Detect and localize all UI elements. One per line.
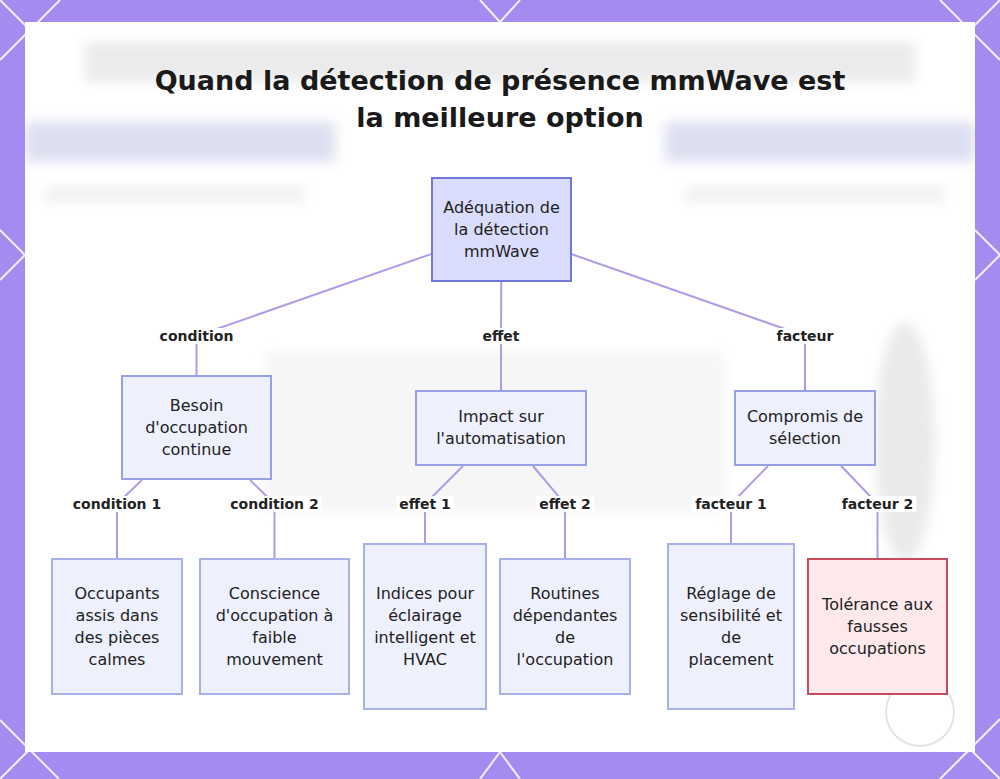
edge-label: facteur 2 [839, 496, 917, 512]
category-box: Besoin d'occupation continue [121, 375, 272, 480]
connector-line [572, 254, 805, 390]
connector-line [197, 254, 432, 375]
edge-label: facteur [774, 328, 837, 344]
diagram-title: Quand la détection de présence mmWave es… [150, 62, 850, 136]
edge-label: effet 2 [536, 496, 594, 512]
connector-line [533, 466, 565, 558]
node-text: Besoin d'occupation continue [131, 395, 262, 461]
edge-label: condition 2 [227, 496, 321, 512]
leaf-box: Réglage de sensibilité et de placement [667, 543, 795, 710]
leaf-box: Indices pour éclairage intelligent et HV… [363, 543, 487, 710]
node-text: Routines dépendantes de l'occupation [509, 583, 621, 671]
root-box: Adéquation de la détection mmWave [431, 177, 572, 282]
edge-label: condition [157, 328, 237, 344]
leaf-box: Routines dépendantes de l'occupation [499, 558, 631, 695]
category-box: Impact sur l'automatisation [415, 390, 587, 466]
node-text: Réglage de sensibilité et de placement [677, 583, 785, 671]
connector-line [117, 480, 142, 558]
edge-label: facteur 1 [692, 496, 770, 512]
connector-line [250, 480, 274, 558]
edge-label: effet 1 [396, 496, 454, 512]
highlight-box: Tolérance aux fausses occupations [807, 558, 948, 695]
node-text: Conscience d'occupation à faible mouveme… [209, 583, 340, 671]
category-box: Compromis de sélection [734, 390, 876, 466]
leaf-box: Occupants assis dans des pièces calmes [51, 558, 183, 695]
node-text: Adéquation de la détection mmWave [441, 197, 562, 263]
node-text: Tolérance aux fausses occupations [817, 594, 938, 660]
leaf-box: Conscience d'occupation à faible mouveme… [199, 558, 350, 695]
edge-label: condition 1 [70, 496, 164, 512]
node-text: Compromis de sélection [744, 406, 866, 450]
edge-label: effet [479, 328, 522, 344]
connector-line [841, 466, 877, 558]
node-text: Occupants assis dans des pièces calmes [61, 583, 173, 671]
node-text: Impact sur l'automatisation [425, 406, 577, 450]
node-text: Indices pour éclairage intelligent et HV… [373, 583, 477, 671]
